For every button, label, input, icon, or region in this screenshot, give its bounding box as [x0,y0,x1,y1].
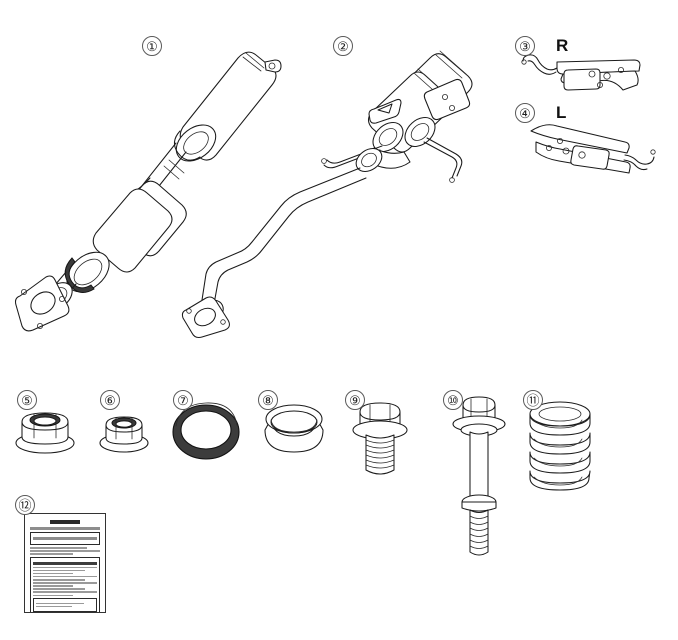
callout-tapered-seal-collar: ⑧ [258,390,278,410]
part-8-tapered-seal-collar [264,404,324,453]
sheet-inset-lines [36,602,94,608]
sheet-subtitle-band [33,537,97,540]
callout-instruction-sheet: ⑫ [15,495,35,515]
callout-flange-nut-small: ⑥ [100,390,120,410]
sheet-intro-lines [30,547,100,555]
callout-flange-nut-large: ⑤ [17,390,37,410]
callout-shoulder-bolt-long: ⑩ [443,390,463,410]
part-11-coil-spring [529,401,591,491]
sheet-title-band [30,527,100,530]
callout-front-exhaust-pipe-with-resonator: ① [142,36,162,56]
sheet-subtitle-box [30,532,100,545]
part-3-bracket-right [521,54,641,91]
sheet-inset-box [33,598,97,612]
sheet-logo [50,520,80,524]
part-5-flange-nut-large [15,412,75,454]
callout-rear-muffler-assembly-dual-tip: ② [333,36,353,56]
callout-mounting-bracket-left: ④ [515,103,535,123]
sheet-body-lines [33,566,97,597]
part-1-front-exhaust-pipe [14,51,282,332]
part-2-rear-muffler-assembly [181,50,473,339]
part-9-flange-bolt-short [352,402,408,475]
callout-exhaust-gasket-ring: ⑦ [173,390,193,410]
part-10-shoulder-bolt-long [452,396,506,556]
sheet-body-box [30,556,100,612]
part-4-bracket-left [530,124,656,174]
callout-mounting-bracket-right: ③ [515,36,535,56]
side-label-l: L [556,103,567,122]
part-6-flange-nut-small [99,416,149,453]
sheet-section-heading [33,561,97,565]
part-7-exhaust-gasket-ring [172,402,240,460]
callout-flange-bolt-short: ⑨ [345,390,365,410]
side-label-r: R [556,36,569,55]
callout-coil-spring: ⑪ [523,390,543,410]
instruction-sheet [24,513,106,613]
